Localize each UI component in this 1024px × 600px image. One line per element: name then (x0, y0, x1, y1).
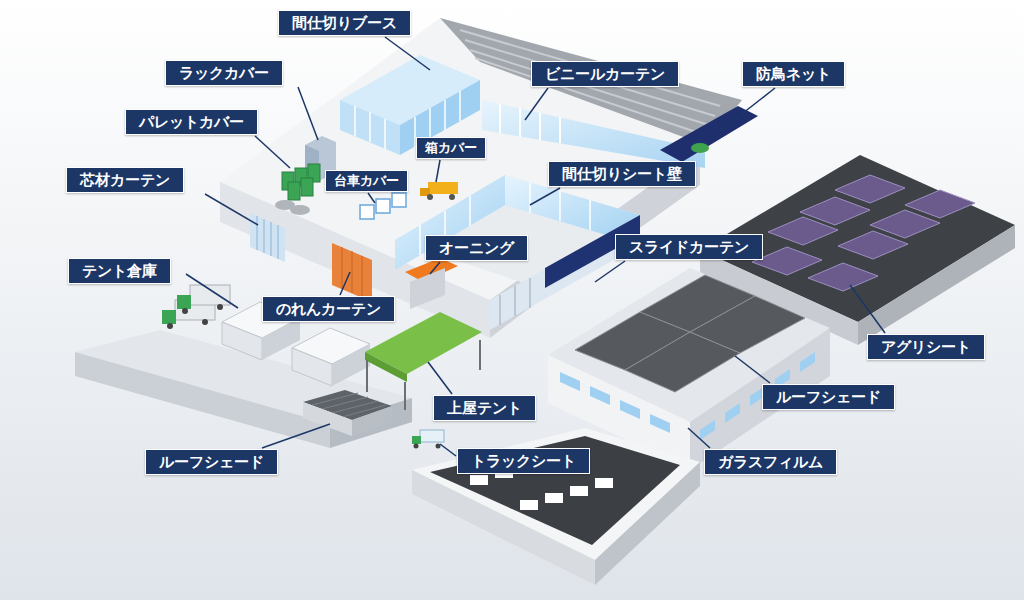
callout-label: 箱カバー (416, 137, 486, 159)
label-text: 箱カバー (425, 138, 477, 158)
label-text: アグリシート (881, 335, 971, 359)
label-text: ルーフシェード (159, 450, 264, 474)
label-text: トラックシート (471, 449, 576, 473)
label-text: ラックカバー (179, 61, 269, 85)
label-text: 上屋テント (447, 396, 522, 420)
callout-label: ガラスフィルム (704, 449, 837, 475)
callout-label: スライドカーテン (615, 234, 763, 260)
callout-label: のれんカーテン (262, 296, 395, 322)
label-text: 台車カバー (334, 171, 399, 191)
callout-label: ルーフシェード (145, 449, 278, 475)
label-text: 芯材カーテン (80, 168, 170, 192)
label-text: パレットカバー (139, 110, 244, 134)
leader-lines (186, 37, 885, 456)
callout-label: パレットカバー (125, 109, 258, 135)
label-text: ルーフシェード (776, 385, 881, 409)
label-text: スライドカーテン (629, 235, 749, 259)
callout-label: ルーフシェード (762, 384, 895, 410)
callout-label: ビニールカーテン (531, 61, 679, 87)
callout-label: テント倉庫 (68, 258, 171, 284)
label-text: 間仕切りシート壁 (562, 162, 682, 186)
label-text: 間仕切りブース (292, 11, 397, 35)
label-text: 防鳥ネット (756, 62, 831, 86)
label-text: テント倉庫 (82, 259, 157, 283)
callout-label: 台車カバー (325, 170, 408, 192)
callout-label: 芯材カーテン (66, 167, 184, 193)
label-text: ビニールカーテン (545, 62, 665, 86)
callout-label: 防鳥ネット (742, 61, 845, 87)
callout-label: 間仕切りブース (278, 10, 411, 36)
callout-label: 上屋テント (433, 395, 536, 421)
label-text: のれんカーテン (276, 297, 381, 321)
callout-label: アグリシート (867, 334, 985, 360)
label-text: オーニング (439, 236, 514, 260)
callout-label: トラックシート (457, 448, 590, 474)
callout-label: ラックカバー (165, 60, 283, 86)
label-text: ガラスフィルム (718, 450, 823, 474)
callout-label: オーニング (425, 235, 528, 261)
callout-label: 間仕切りシート壁 (548, 161, 696, 187)
